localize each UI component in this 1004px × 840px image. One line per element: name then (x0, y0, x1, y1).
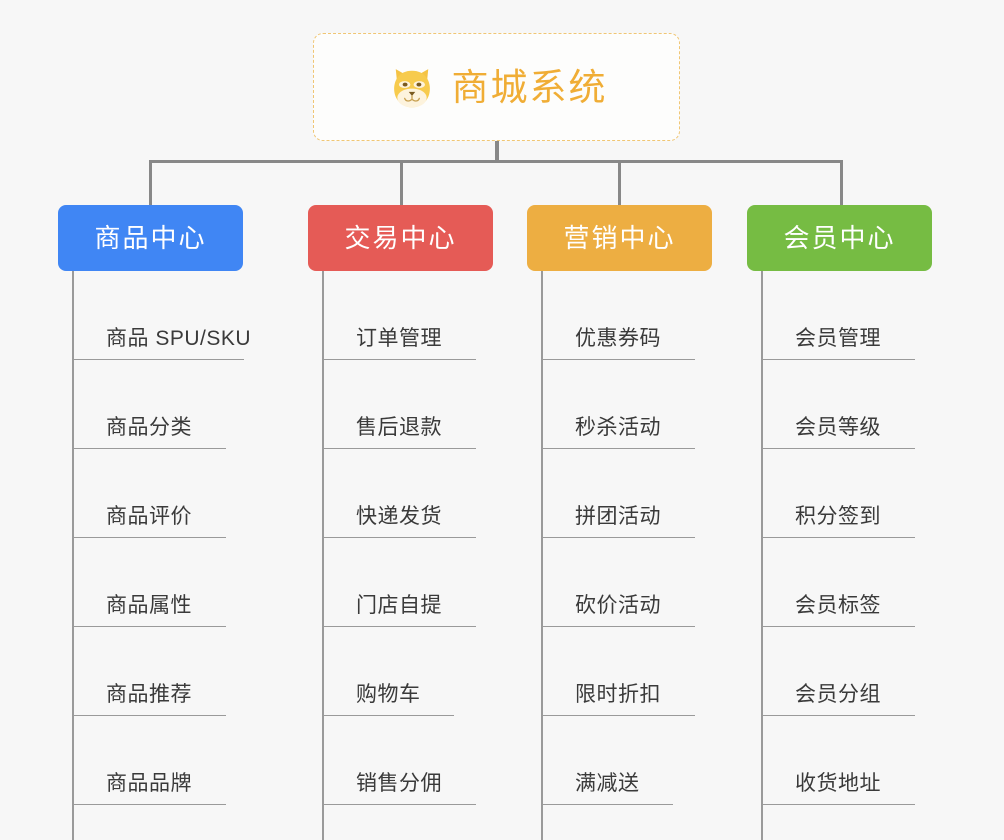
leaf-list-product: 商品 SPU/SKU 商品分类 商品评价 商品属性 商品推荐 商品品牌 (72, 271, 252, 840)
leaf-label: 拼团活动 (575, 504, 661, 528)
list-item[interactable]: 优惠券码 (543, 271, 717, 360)
connector-drop-column-3 (618, 160, 621, 207)
leaf-label: 秒杀活动 (575, 415, 661, 439)
shiba-dog-icon (393, 69, 430, 108)
leaf-underline (763, 715, 915, 716)
leaf-underline (543, 537, 695, 538)
list-item[interactable]: 商品属性 (74, 538, 248, 627)
leaf-list-member: 会员管理 会员等级 积分签到 会员标签 会员分组 收货地址 (761, 271, 937, 840)
leaf-underline (763, 804, 915, 805)
leaf-underline (324, 804, 476, 805)
leaf-underline (74, 626, 226, 627)
category-header-label: 会员中心 (783, 223, 896, 253)
list-item[interactable]: 订单管理 (324, 271, 498, 360)
leaf-underline (74, 537, 226, 538)
leaf-underline (74, 804, 226, 805)
leaf-label: 收货地址 (795, 771, 881, 795)
list-item[interactable]: 门店自提 (324, 538, 498, 627)
leaf-label: 商品 SPU/SKU (106, 326, 252, 350)
category-column-member: 会员中心 会员管理 会员等级 积分签到 会员标签 会员分组 (747, 205, 937, 840)
leaf-label: 限时折扣 (575, 682, 661, 706)
list-item[interactable]: 商品分类 (74, 360, 248, 449)
leaf-underline (543, 359, 695, 360)
list-item[interactable]: 收货地址 (763, 716, 937, 805)
leaf-label: 售后退款 (356, 415, 442, 439)
leaf-label: 会员标签 (795, 593, 881, 617)
leaf-label: 订单管理 (356, 326, 442, 350)
category-column-marketing: 营销中心 优惠券码 秒杀活动 拼团活动 砍价活动 限时折扣 (527, 205, 717, 840)
leaf-label: 商品品牌 (106, 771, 192, 795)
connector-drop-column-4 (840, 160, 843, 207)
root-node-label: 商城系统 (451, 66, 608, 108)
leaf-underline (324, 626, 476, 627)
category-column-trade: 交易中心 订单管理 售后退款 快递发货 门店自提 购物车 (308, 205, 498, 840)
leaf-list-marketing: 优惠券码 秒杀活动 拼团活动 砍价活动 限时折扣 满减送 (541, 271, 717, 840)
category-header-label: 商品中心 (94, 223, 207, 253)
connector-root-stem (495, 141, 499, 162)
leaf-underline (74, 448, 226, 449)
list-item[interactable]: 会员等级 (763, 360, 937, 449)
leaf-label: 快递发货 (356, 504, 442, 528)
list-item[interactable]: 快递发货 (324, 449, 498, 538)
leaf-label: 积分签到 (795, 504, 881, 528)
leaf-underline (324, 448, 476, 449)
list-item[interactable]: 商品推荐 (74, 627, 248, 716)
list-item[interactable]: 砍价活动 (543, 538, 717, 627)
leaf-underline (543, 448, 695, 449)
connector-horizontal-bus (149, 160, 843, 163)
list-item[interactable]: 积分签到 (763, 449, 937, 538)
leaf-label: 会员管理 (795, 326, 881, 350)
leaf-underline (763, 537, 915, 538)
leaf-underline (543, 715, 695, 716)
leaf-label: 购物车 (356, 682, 421, 706)
leaf-label: 销售分佣 (356, 771, 442, 795)
root-node-mall-system[interactable]: 商城系统 (313, 33, 680, 141)
leaf-list-trade: 订单管理 售后退款 快递发货 门店自提 购物车 销售分佣 (322, 271, 498, 840)
list-item[interactable]: 商品 SPU/SKU (74, 271, 252, 360)
list-item[interactable]: 销售分佣 (324, 716, 498, 805)
category-header-marketing[interactable]: 营销中心 (527, 205, 712, 271)
leaf-label: 商品分类 (106, 415, 192, 439)
leaf-label: 砍价活动 (575, 593, 661, 617)
list-item[interactable]: 秒杀活动 (543, 360, 717, 449)
leaf-label: 优惠券码 (575, 326, 661, 350)
list-item[interactable]: 满减送 (543, 716, 717, 805)
leaf-label: 会员等级 (795, 415, 881, 439)
leaf-label: 门店自提 (356, 593, 442, 617)
list-item[interactable]: 拼团活动 (543, 449, 717, 538)
list-item[interactable]: 商品评价 (74, 449, 248, 538)
leaf-underline (543, 626, 695, 627)
leaf-label: 商品评价 (106, 504, 192, 528)
leaf-underline (763, 359, 915, 360)
leaf-underline (324, 359, 476, 360)
list-item[interactable]: 限时折扣 (543, 627, 717, 716)
category-header-label: 交易中心 (344, 223, 457, 253)
leaf-underline (763, 448, 915, 449)
leaf-label: 满减送 (575, 771, 640, 795)
category-header-product[interactable]: 商品中心 (58, 205, 243, 271)
leaf-label: 商品属性 (106, 593, 192, 617)
connector-drop-column-1 (149, 160, 152, 207)
list-item[interactable]: 售后退款 (324, 360, 498, 449)
leaf-label: 商品推荐 (106, 682, 192, 706)
category-column-product: 商品中心 商品 SPU/SKU 商品分类 商品评价 商品属性 商品推荐 (58, 205, 252, 840)
leaf-underline (324, 537, 476, 538)
leaf-label: 会员分组 (795, 682, 881, 706)
list-item[interactable]: 会员管理 (763, 271, 937, 360)
connector-drop-column-2 (400, 160, 403, 207)
leaf-underline (763, 626, 915, 627)
list-item[interactable]: 会员标签 (763, 538, 937, 627)
leaf-underline (543, 804, 673, 805)
category-header-trade[interactable]: 交易中心 (308, 205, 493, 271)
leaf-underline (324, 715, 454, 716)
category-header-member[interactable]: 会员中心 (747, 205, 932, 271)
list-item[interactable]: 会员分组 (763, 627, 937, 716)
list-item[interactable]: 商品品牌 (74, 716, 248, 805)
leaf-underline (74, 715, 226, 716)
list-item[interactable]: 购物车 (324, 627, 498, 716)
category-header-label: 营销中心 (563, 223, 676, 253)
leaf-underline (74, 359, 244, 360)
